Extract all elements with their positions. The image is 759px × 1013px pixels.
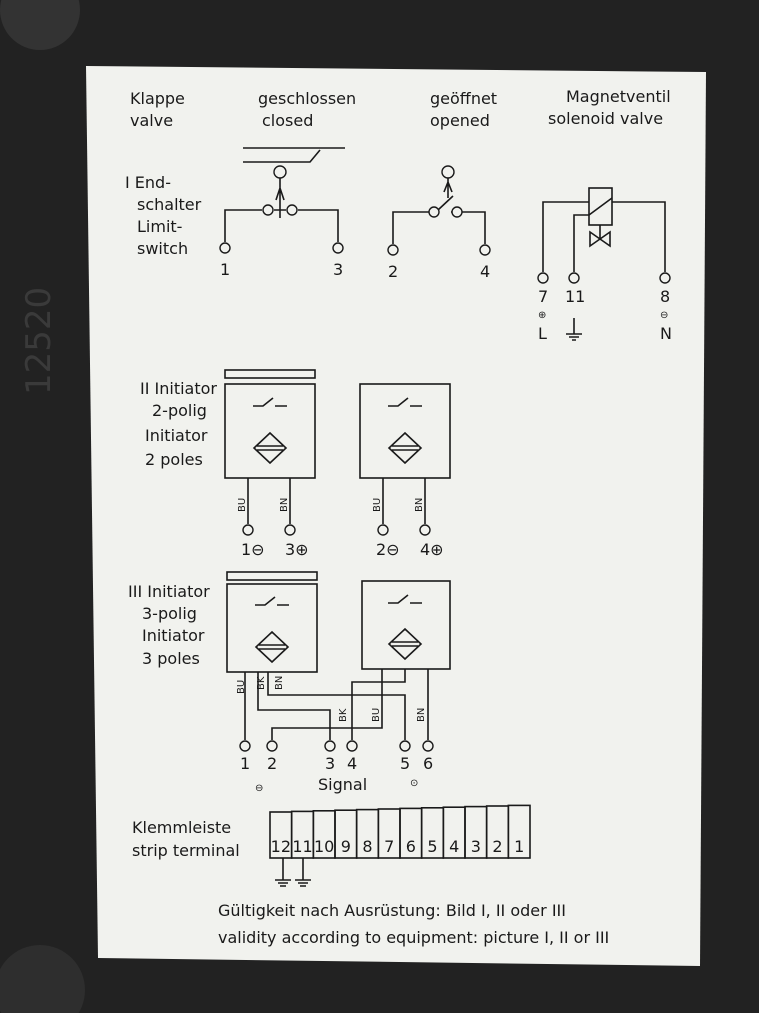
wire-label: BU (237, 498, 248, 512)
sec1-label: switch (137, 239, 188, 258)
sec2-label: 2 poles (145, 450, 203, 469)
sec2-label: 2-polig (152, 401, 207, 420)
strip-cell (507, 804, 531, 859)
terminal-label: 3⊕ (285, 540, 309, 559)
sec1-label: schalter (137, 195, 202, 214)
header-solenoid: solenoid valve (548, 109, 663, 128)
strip-cell-label: 12 (271, 837, 291, 856)
terminal-label: 4⊕ (420, 540, 444, 559)
ground-icon (566, 318, 582, 341)
header-geschlossen: geschlossen (258, 89, 356, 108)
opened-limit-switch (387, 165, 491, 256)
strip-label: Klemmleiste (132, 818, 231, 837)
strip-cell-label: 11 (292, 837, 312, 856)
wire-label: BN (416, 708, 427, 722)
terminal-label: 7 (538, 287, 548, 306)
screw-top (0, 0, 80, 50)
sec3-label: Initiator (142, 626, 205, 645)
strip-cell-label: 10 (314, 837, 334, 856)
header-magnetventil: Magnetventil (566, 87, 671, 106)
strip-cell-label: 4 (449, 837, 459, 856)
signal-label: Signal (318, 775, 367, 794)
terminal-label: 3 (333, 260, 343, 279)
plus-icon: ⊙ (410, 778, 418, 789)
solenoid-valve (537, 187, 671, 284)
footer-en: validity according to equipment: picture… (218, 928, 609, 947)
terminal-label: 11 (565, 287, 585, 306)
header-closed: closed (262, 111, 313, 130)
neutral-label: N (660, 324, 672, 343)
header-valve: valve (130, 111, 173, 130)
strip-cell-label: 1 (514, 837, 524, 856)
terminal-label: 4 (347, 754, 357, 773)
wire-label: BN (274, 676, 285, 690)
header-klappe: Klappe (130, 89, 185, 108)
line-label: L (538, 324, 547, 343)
terminal-label: 8 (660, 287, 670, 306)
wire-label: BU (371, 708, 382, 722)
header-opened: opened (430, 111, 490, 130)
strip-label: strip terminal (132, 841, 240, 860)
screw-bottom (0, 945, 85, 1013)
sec2-label: II Initiator (140, 379, 217, 398)
terminal-label: 1 (240, 754, 250, 773)
closed-limit-switch (219, 147, 345, 254)
strip-cell-label: 9 (341, 837, 351, 856)
sec3-label: III Initiator (128, 582, 210, 601)
strip-cell-label: 8 (362, 837, 372, 856)
header-geoeffnet: geöffnet (430, 89, 497, 108)
wire-label: BN (414, 498, 425, 512)
strip-cell-label: 2 (492, 837, 502, 856)
plus-icon: ⊕ (538, 310, 546, 321)
strip-cell-label: 6 (406, 837, 416, 856)
strip-cell-label: 3 (471, 837, 481, 856)
sec1-label: I End- (125, 173, 171, 192)
side-mark: 12520 (19, 287, 59, 395)
minus-icon: ⊖ (660, 310, 668, 321)
terminal-label: 4 (480, 262, 490, 281)
sec3-label: 3 poles (142, 649, 200, 668)
terminal-label: 2 (388, 262, 398, 281)
terminal-label: 1⊖ (241, 540, 265, 559)
minus-icon: ⊖ (255, 783, 263, 794)
terminal-label: 6 (423, 754, 433, 773)
terminal-label: 1 (220, 260, 230, 279)
wire-label: BK (338, 708, 349, 722)
terminal-label: 3 (325, 754, 335, 773)
initiator-2pole (224, 369, 451, 536)
wire-label: BK (256, 676, 267, 690)
ground-icon (275, 858, 311, 887)
terminal-label: 2⊖ (376, 540, 400, 559)
sec2-label: Initiator (145, 426, 208, 445)
strip-cell-label: 7 (384, 837, 394, 856)
initiator-3pole (226, 571, 451, 752)
footer-de: Gültigkeit nach Ausrüstung: Bild I, II o… (218, 901, 566, 920)
label-paper (86, 66, 706, 966)
wire-label: BU (372, 498, 383, 512)
wire-label: BN (279, 498, 290, 512)
strip-cell-label: 5 (427, 837, 437, 856)
sec1-label: Limit- (137, 217, 182, 236)
sec3-label: 3-polig (142, 604, 197, 623)
terminal-label: 5 (400, 754, 410, 773)
terminal-label: 2 (267, 754, 277, 773)
wire-label: BU (236, 680, 247, 694)
